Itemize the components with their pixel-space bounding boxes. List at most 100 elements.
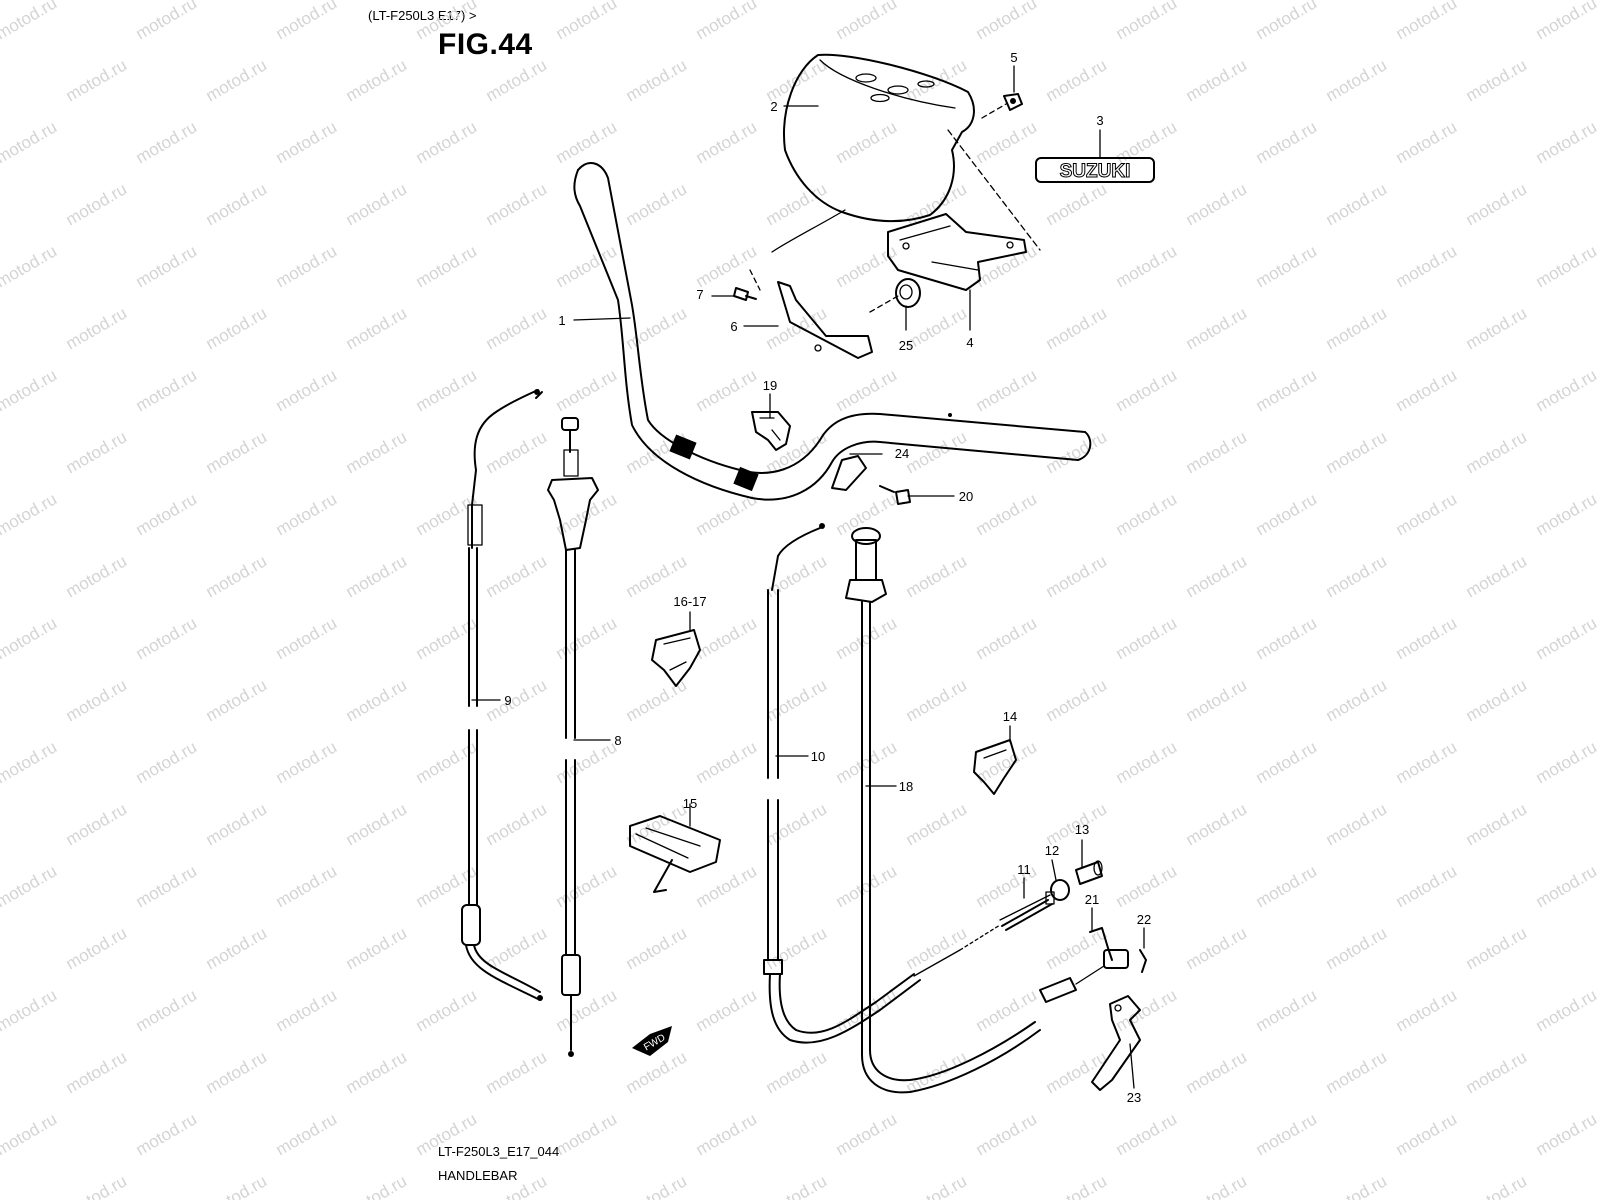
watermark-text: motod.ru [1323, 1171, 1391, 1200]
watermark-text: motod.ru [1533, 117, 1600, 167]
watermark-text: motod.ru [1393, 489, 1461, 539]
watermark-text: motod.ru [903, 427, 971, 477]
watermark-text: motod.ru [693, 861, 761, 911]
watermark-text: motod.ru [693, 0, 761, 43]
watermark-text: motod.ru [1113, 241, 1181, 291]
watermark-text: motod.ru [343, 427, 411, 477]
watermark-text: motod.ru [273, 1109, 341, 1159]
watermark-text: motod.ru [1043, 675, 1111, 725]
watermark-text: motod.ru [1533, 1109, 1600, 1159]
watermark-text: motod.ru [1393, 737, 1461, 787]
watermark-text: motod.ru [1533, 737, 1600, 787]
watermark-text: motod.ru [483, 799, 551, 849]
watermark-text: motod.ru [623, 1171, 691, 1200]
watermark-text: motod.ru [203, 923, 271, 973]
watermark-text: motod.ru [413, 241, 481, 291]
callout-11: 11 [1017, 862, 1031, 877]
watermark-text: motod.ru [1463, 675, 1531, 725]
watermark-text: motod.ru [833, 861, 901, 911]
watermark-text: motod.ru [903, 799, 971, 849]
watermark-text: motod.ru [623, 179, 691, 229]
watermark-text: motod.ru [483, 303, 551, 353]
watermark-text: motod.ru [273, 861, 341, 911]
watermark-text: motod.ru [833, 489, 901, 539]
leader-lines [471, 65, 1145, 1089]
watermark-text: motod.ru [63, 799, 131, 849]
watermark-text: motod.ru [1323, 799, 1391, 849]
choke-cable-part [845, 527, 1041, 1094]
watermark-text: motod.ru [693, 737, 761, 787]
watermark-text: motod.ru [343, 923, 411, 973]
watermark-text: motod.ru [693, 365, 761, 415]
watermark-text: motod.ru [1533, 489, 1600, 539]
watermark-text: motod.ru [343, 551, 411, 601]
watermark-text: motod.ru [203, 427, 271, 477]
watermark-text: motod.ru [343, 1047, 411, 1097]
callout-5: 5 [1010, 50, 1017, 65]
watermark-text: motod.ru [1393, 241, 1461, 291]
watermark-text: motod.ru [133, 985, 201, 1035]
watermark-text: motod.ru [343, 55, 411, 105]
watermark-text: motod.ru [1253, 241, 1321, 291]
watermark-text: motod.ru [1113, 737, 1181, 787]
watermark-text: motod.ru [1323, 427, 1391, 477]
watermark-text: motod.ru [1113, 0, 1181, 43]
watermark-text: motod.ru [1463, 1047, 1531, 1097]
watermark-text: motod.ru [133, 861, 201, 911]
watermark-text: motod.ru [1113, 613, 1181, 663]
watermark-text: motod.ru [483, 1047, 551, 1097]
callout-12: 12 [1045, 843, 1059, 858]
watermark-text: motod.ru [1393, 613, 1461, 663]
watermark-text: motod.ru [63, 923, 131, 973]
watermark-text: motod.ru [833, 241, 901, 291]
watermark-text: motod.ru [413, 365, 481, 415]
watermark-text: motod.ru [553, 0, 621, 43]
model-label: (LT-F250L3 E17) > [368, 8, 477, 23]
watermark-text: motod.ru [763, 1171, 831, 1200]
watermark-text: motod.ru [413, 489, 481, 539]
watermark-text: motod.ru [833, 737, 901, 787]
watermark-text: motod.ru [63, 427, 131, 477]
cable-guide-part [651, 629, 701, 687]
watermark-text: motod.ru [833, 0, 901, 43]
watermark-text: motod.ru [1113, 365, 1181, 415]
callout-21: 21 [1085, 892, 1099, 907]
watermark-text: motod.ru [763, 675, 831, 725]
watermark-text: motod.ru [63, 179, 131, 229]
watermark-text: motod.ru [1463, 923, 1531, 973]
watermark-text: motod.ru [1183, 675, 1251, 725]
watermark-text: motod.ru [133, 737, 201, 787]
watermark-text: motod.ru [1533, 861, 1600, 911]
watermark-text: motod.ru [1253, 365, 1321, 415]
watermark-text: motod.ru [1113, 1109, 1181, 1159]
watermark-text: motod.ru [1183, 1171, 1251, 1200]
watermark-text: motod.ru [1533, 241, 1600, 291]
lower-bracket-part [777, 281, 873, 359]
watermark-text: motod.ru [1393, 117, 1461, 167]
watermark-text: motod.ru [1533, 985, 1600, 1035]
watermark-text: motod.ru [0, 861, 60, 911]
grommet-part [1003, 93, 1023, 111]
watermark-text: motod.ru [553, 613, 621, 663]
watermark-text: motod.ru [203, 675, 271, 725]
callout-16-17: 16-17 [673, 594, 706, 609]
handlebar-part [573, 162, 1092, 501]
watermark-text: motod.ru [623, 55, 691, 105]
cable-holder-part [973, 739, 1017, 795]
watermark-text: motod.ru [203, 799, 271, 849]
watermark-text: motod.ru [1323, 1047, 1391, 1097]
watermark-text: motod.ru [1113, 861, 1181, 911]
watermark-text: motod.ru [203, 55, 271, 105]
watermark-text: motod.ru [203, 179, 271, 229]
watermark-text: motod.ru [0, 613, 60, 663]
watermark-text: motod.ru [903, 551, 971, 601]
watermark-text: motod.ru [553, 861, 621, 911]
watermark-text: motod.ru [833, 1109, 901, 1159]
watermark-text: motod.ru [203, 1047, 271, 1097]
watermark-text: motod.ru [1113, 117, 1181, 167]
watermark-text: motod.ru [1043, 427, 1111, 477]
watermark-text: motod.ru [1183, 923, 1251, 973]
watermark-text: motod.ru [0, 117, 60, 167]
watermark-text: motod.ru [973, 0, 1041, 43]
watermark-text: motod.ru [133, 365, 201, 415]
